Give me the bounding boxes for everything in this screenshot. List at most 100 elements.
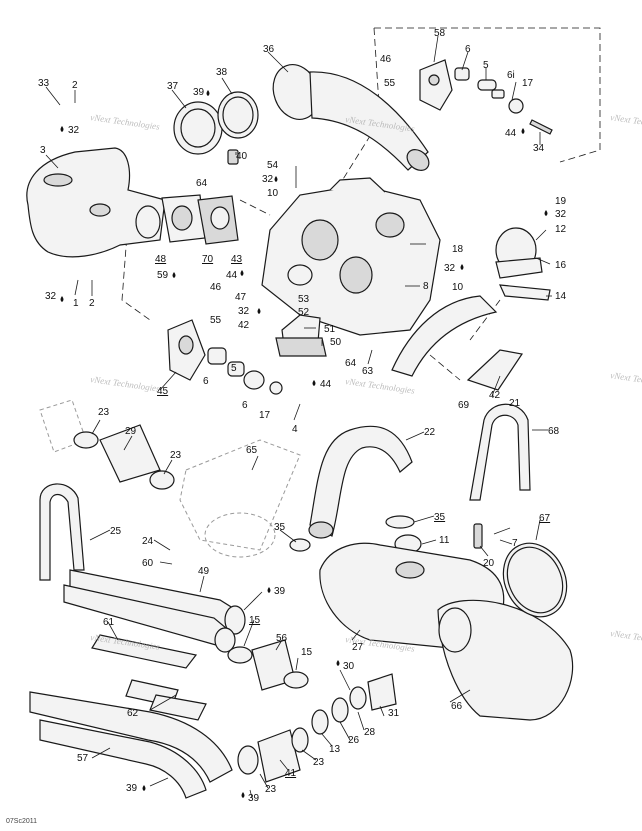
callout-36: 36: [263, 44, 275, 55]
callout-39: 39: [126, 783, 138, 794]
watermark-text: vNext Technologies: [610, 112, 642, 132]
callout-50: 50: [330, 337, 342, 348]
callout-35: 35: [434, 512, 446, 523]
callout-11: 11: [439, 535, 450, 546]
callout-32: 32: [68, 125, 80, 136]
sealant-drop-icon: [267, 587, 271, 593]
callout-47: 47: [235, 292, 247, 303]
callout-60: 60: [142, 558, 154, 569]
callout-68: 68: [548, 426, 560, 437]
sealant-drop-icon: [241, 792, 245, 798]
muffler-body-part: [319, 542, 574, 721]
callout-67: 67: [539, 513, 551, 524]
engine-block-part: [261, 177, 441, 336]
callout-39: 39: [274, 586, 286, 597]
callout-19: 19: [555, 196, 567, 207]
callout-62: 62: [127, 708, 139, 719]
water-box-pipe-part: [29, 691, 233, 799]
muffler-ring-strap-part: [502, 542, 568, 618]
callout-61: 61: [103, 617, 115, 628]
callout-57: 57: [77, 753, 89, 764]
callout-52: 52: [298, 307, 310, 318]
callout-3: 3: [40, 145, 46, 156]
callout-28: 28: [364, 727, 376, 738]
exhaust-clamp-part: [173, 91, 259, 165]
callout-33: 33: [38, 78, 50, 89]
callout-4: 4: [292, 424, 298, 435]
lower-coupler-part: [227, 639, 309, 691]
callout-15: 15: [249, 615, 261, 626]
sealant-drop-icon: [312, 380, 316, 386]
sealant-drop-icon: [240, 270, 244, 276]
callout-23: 23: [170, 450, 182, 461]
callout-44: 44: [226, 270, 238, 281]
callout-21: 21: [509, 398, 521, 409]
sealant-drop-icon: [60, 126, 64, 132]
sealant-drop-icon: [521, 128, 525, 134]
callout-6i: 6i: [507, 70, 515, 81]
callout-58: 58: [434, 28, 446, 39]
callout-10: 10: [267, 188, 279, 199]
callout-15: 15: [301, 647, 313, 658]
callout-2: 2: [72, 80, 78, 91]
watermark-text: vNext Technologies: [610, 628, 642, 648]
outlet-fitting-chain-part: [237, 673, 397, 783]
heat-shield-part: [391, 295, 524, 391]
callout-46: 46: [380, 54, 392, 65]
callout-59: 59: [157, 270, 169, 281]
callout-51: 51: [324, 324, 336, 335]
sealant-drop-icon: [172, 272, 176, 278]
callout-55: 55: [384, 78, 396, 89]
tuned-pipe-elbow-part: [272, 64, 430, 171]
engine-damper-part: [275, 314, 327, 357]
callout-6: 6: [203, 376, 209, 387]
callout-24: 24: [142, 536, 154, 547]
sealant-drop-icon: [257, 308, 261, 314]
callout-41: 41: [285, 768, 297, 779]
callout-8: 8: [423, 281, 429, 292]
sealant-drop-icon: [544, 210, 548, 216]
upper-outlet-pipe-part: [308, 425, 413, 539]
callout-65: 65: [246, 445, 258, 456]
callout-37: 37: [167, 81, 179, 92]
watermark-text: vNext Technologies: [610, 370, 642, 390]
callout-35: 35: [274, 522, 286, 533]
callout-5: 5: [231, 363, 237, 374]
callout-14: 14: [555, 291, 567, 302]
callout-17: 17: [259, 410, 271, 421]
callout-26: 26: [348, 735, 360, 746]
left-strap-part: [39, 483, 85, 581]
callout-31: 31: [388, 708, 400, 719]
callout-43: 43: [231, 254, 243, 265]
sealant-drop-icon: [142, 785, 146, 791]
callout-42: 42: [489, 390, 501, 401]
callout-49: 49: [198, 566, 210, 577]
small-fitting-part: [473, 523, 511, 549]
callout-69: 69: [458, 400, 470, 411]
callout-32: 32: [444, 263, 456, 274]
callout-34: 34: [533, 143, 545, 154]
callout-25: 25: [110, 526, 122, 537]
engine-mount-part: [495, 227, 551, 301]
exhaust-manifold-part: [26, 147, 166, 258]
callout-17: 17: [522, 78, 534, 89]
callout-6: 6: [465, 44, 471, 55]
top-bracket-part: [419, 59, 553, 135]
callout-2: 2: [89, 298, 95, 309]
callout-23: 23: [265, 784, 277, 795]
callout-45: 45: [157, 386, 169, 397]
callout-32: 32: [45, 291, 57, 302]
callout-54: 54: [267, 160, 279, 171]
sealant-drop-icons: [60, 90, 548, 798]
sealant-drop-icon: [274, 176, 278, 182]
leader-lines: [45, 35, 552, 799]
water-tube-bundle-part: [63, 569, 246, 653]
callout-39: 39: [248, 793, 260, 804]
sealant-drop-icon: [460, 264, 464, 270]
callout-labels: 33 2 32 3 32 1 2 37 38 39 40 64 48 70 59…: [38, 28, 567, 804]
watermark-text: vNext Technologies: [90, 374, 161, 394]
callout-23: 23: [313, 757, 325, 768]
callout-70: 70: [202, 254, 214, 265]
callout-46: 46: [210, 282, 222, 293]
